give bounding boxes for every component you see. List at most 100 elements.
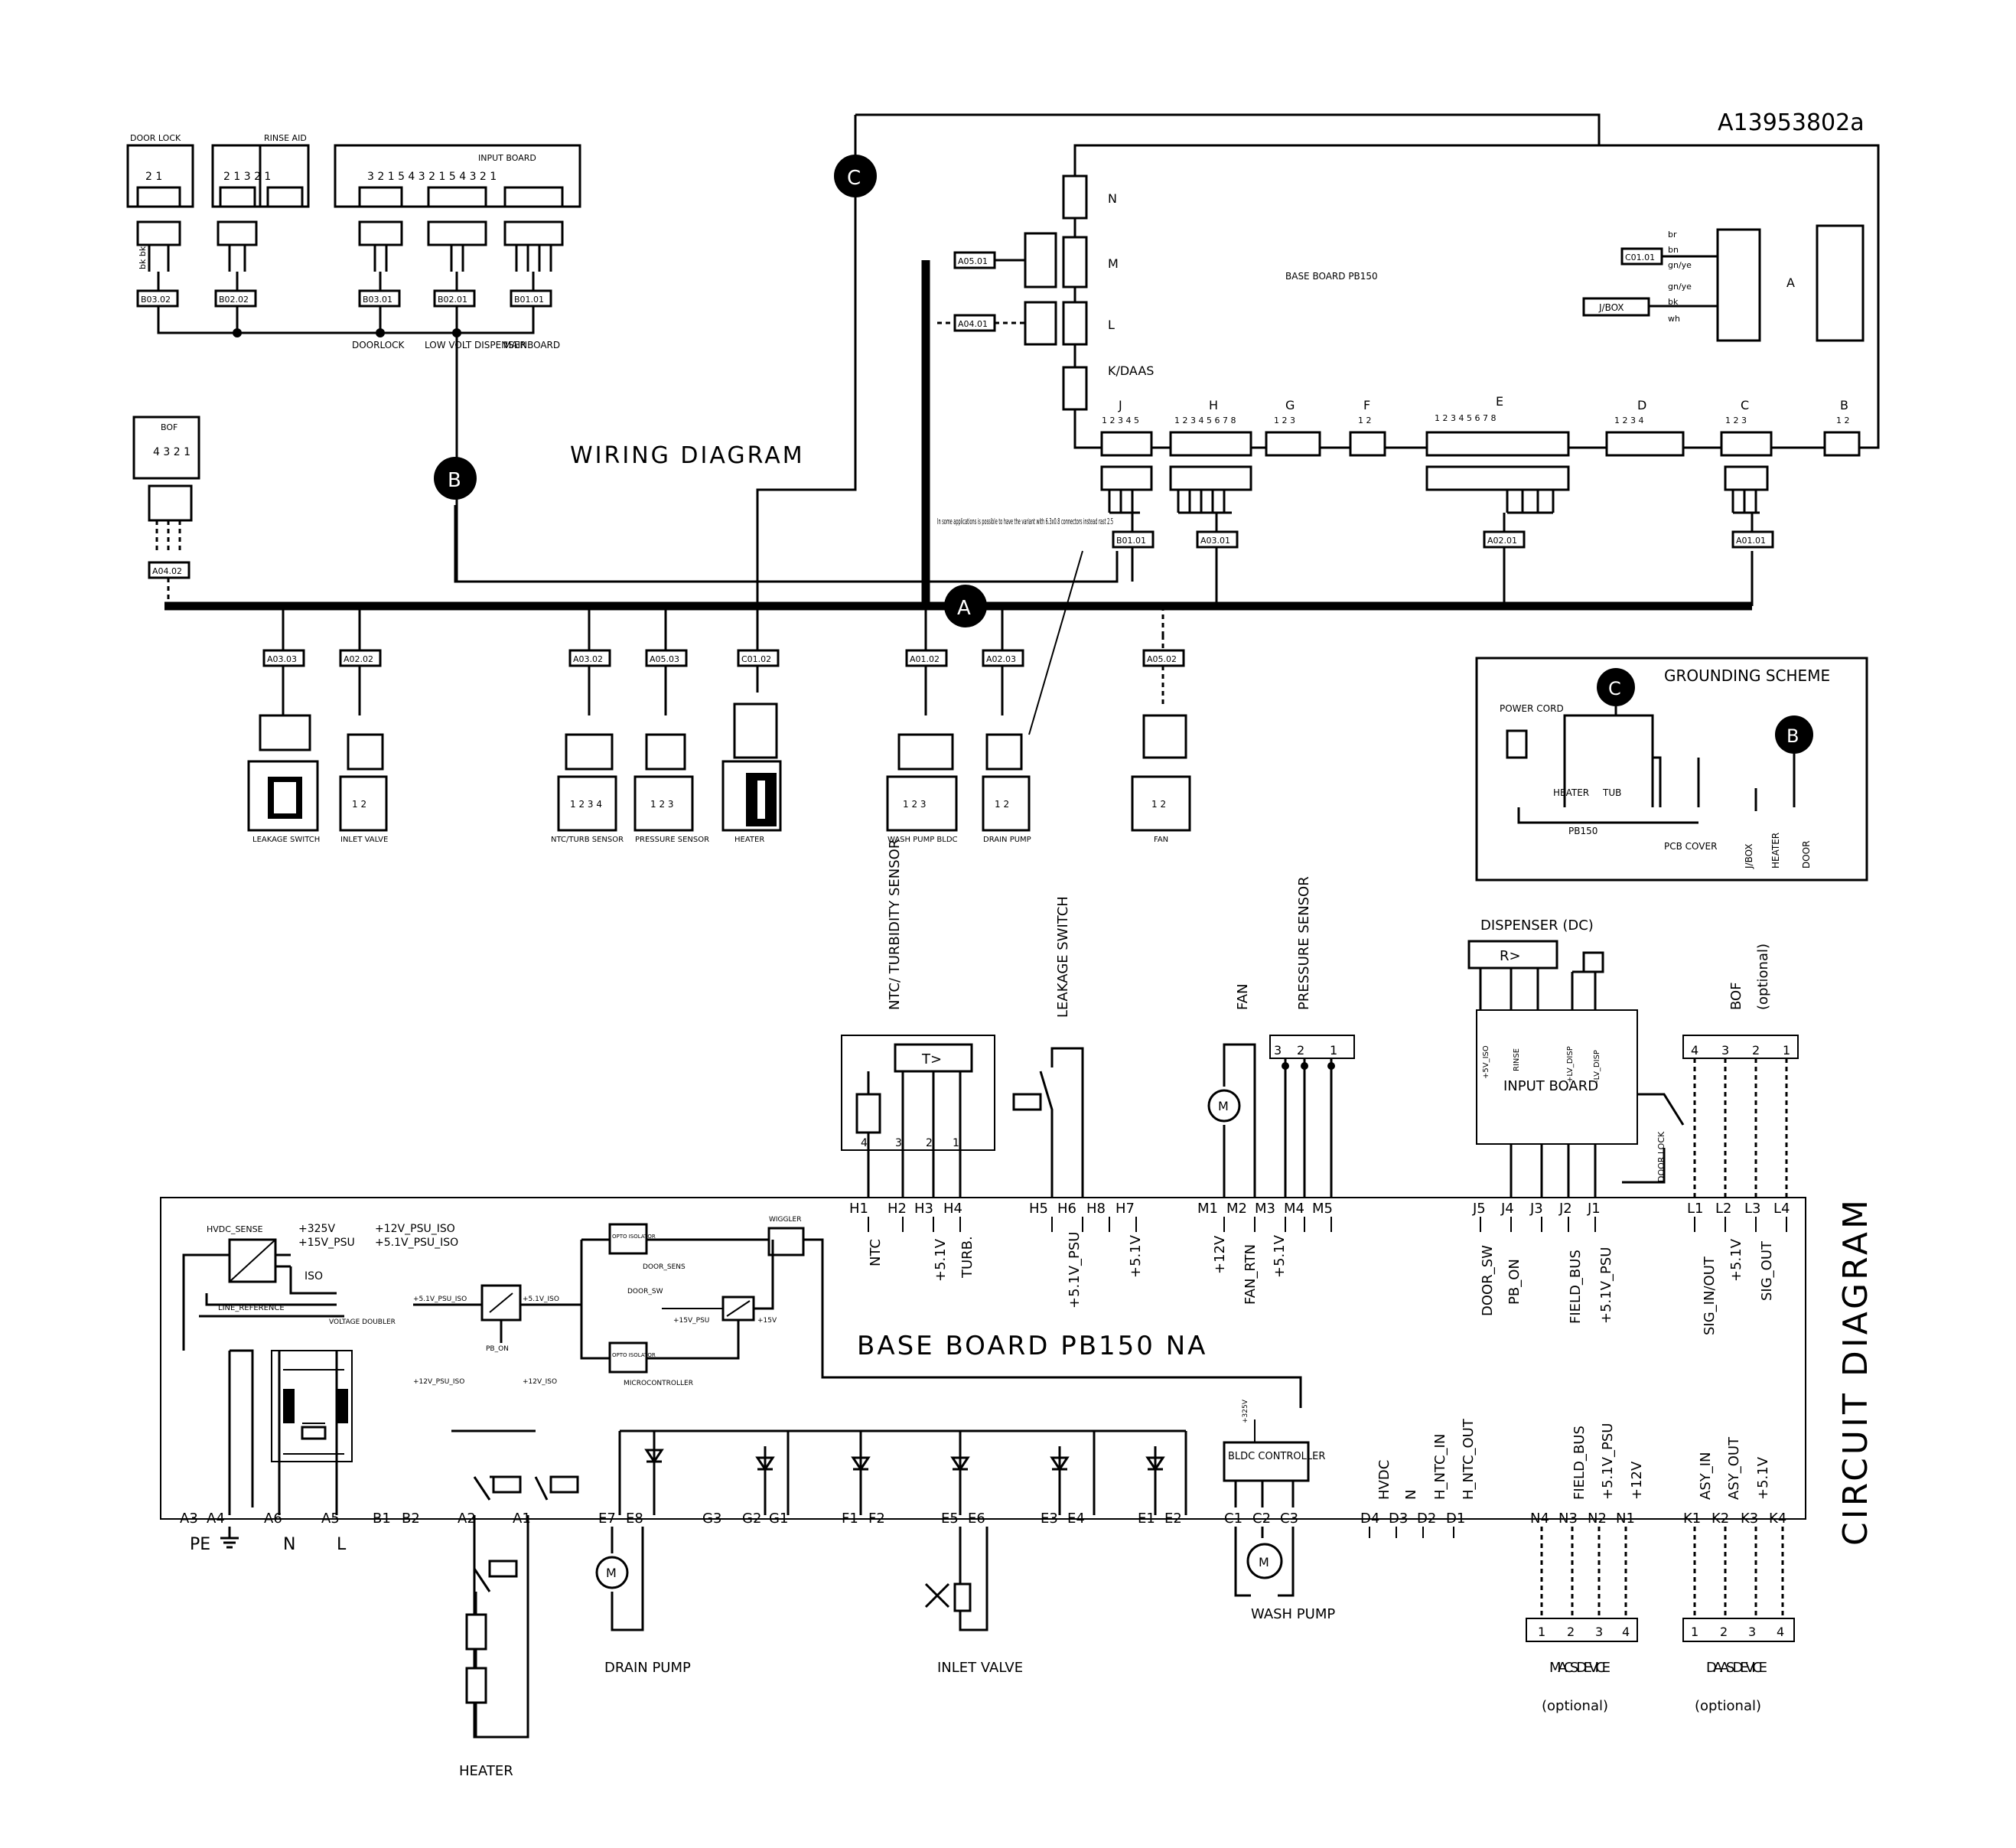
marker-b-wiring: B: [448, 469, 461, 492]
pin-h4: H4: [943, 1201, 962, 1217]
sig-5v1-psu-b: +5.1V_PSU: [1598, 1247, 1614, 1324]
comp-code-5: C01.02: [741, 654, 771, 664]
code-a05-01: A05.01: [958, 256, 988, 266]
pin-l2: L2: [1715, 1201, 1731, 1217]
sig-5v1-a: +5.1V: [933, 1238, 949, 1282]
pin-e7: E7: [598, 1511, 616, 1527]
conn-e-label: E: [1496, 394, 1503, 409]
comp-pins-8: 1 2: [1151, 799, 1166, 810]
sig-field-bus-b: FIELD_BUS: [1571, 1426, 1588, 1500]
input-board-title: INPUT BOARD: [1503, 1078, 1598, 1094]
code-a03-01: A03.01: [1200, 536, 1230, 546]
comp-code-7: A02.03: [986, 654, 1016, 664]
sig-asy-out: ASY_OUT: [1726, 1436, 1742, 1500]
ground-label-pb150: PB150: [1568, 826, 1597, 836]
pin-a1: A1: [513, 1511, 531, 1527]
sig-ntc: NTC: [868, 1239, 884, 1266]
comp-code-6: A01.02: [910, 654, 940, 664]
ground-label-jbox: J/BOX: [1744, 843, 1754, 869]
comp-label-8: FAN: [1154, 836, 1168, 844]
conn-j-pins: 1 2 3 4 5: [1102, 416, 1139, 425]
daas-device: 1 2 3 4 DAAS DEVICE (optional): [1682, 1527, 1795, 1714]
sig-n: N: [1403, 1490, 1419, 1500]
marker-a-wiring: A: [957, 597, 971, 620]
board-internal-logic: +5.1V_PSU_ISO +5.1V_ISO PB_ON +12V_PSU_I…: [413, 1216, 1302, 1408]
wash-pump-label: WASH PUMP: [1251, 1606, 1335, 1622]
input-board-label-lowvolt: LOW VOLT DISPENSER: [425, 340, 526, 350]
pin-m3: M3: [1255, 1201, 1275, 1217]
pin-k3: K3: [1741, 1511, 1758, 1527]
pin-b2: B2: [402, 1511, 420, 1527]
sig-turb: TURB.: [959, 1236, 975, 1279]
dispenser-symbol: R>: [1500, 948, 1521, 964]
macs-pin-3: 3: [1595, 1625, 1603, 1639]
drain-pump-label: DRAIN PUMP: [604, 1660, 691, 1676]
int-5v1-iso: +5.1V_ISO: [523, 1296, 559, 1303]
svg-text:1: 1: [953, 1137, 959, 1149]
rinse-aid-pins: 2 1 3 2 1: [223, 171, 271, 183]
comp-label-1: LEAKAGE SWITCH: [252, 836, 320, 844]
door-lock-pins: 2 1: [145, 171, 162, 183]
wire-color-6: wh: [1668, 314, 1680, 324]
pin-j5: J5: [1472, 1201, 1486, 1217]
ground-label-power: POWER CORD: [1500, 703, 1564, 714]
disp-pin-3: +LV_DISP: [1566, 1046, 1575, 1083]
wire-color-5: bk: [1668, 297, 1679, 307]
svg-text:3: 3: [895, 1137, 902, 1149]
svg-text:1: 1: [1783, 1043, 1790, 1058]
int-5v1-psu-iso-b: +5.1V_PSU_ISO: [413, 1296, 467, 1303]
pin-h2: H2: [887, 1201, 907, 1217]
int-opto-1: OPTO ISOLATOR: [612, 1234, 656, 1240]
rinse-aid-code: B02.02: [219, 295, 249, 305]
macs-pin-1: 1: [1538, 1625, 1545, 1639]
macs-device: 1 2 3 4 MACS DEVICE (optional): [1526, 1527, 1638, 1714]
bof-label: BOF: [161, 422, 177, 432]
pin-a2: A2: [458, 1511, 476, 1527]
disp-pin-4: -LV_DISP: [1593, 1050, 1601, 1083]
pin-k2: K2: [1711, 1511, 1729, 1527]
sig-5v1-b: +5.1V: [1128, 1234, 1144, 1278]
pin-h6: H6: [1057, 1201, 1076, 1217]
svg-text:2: 2: [1297, 1043, 1304, 1058]
pin-h5: H5: [1029, 1201, 1048, 1217]
door-lock-symbol-label: DOOR LOCK: [1656, 1131, 1666, 1182]
rinse-aid-label: RINSE AID: [264, 133, 307, 143]
daas-pin-1: 1: [1691, 1625, 1698, 1639]
int-opto-2: OPTO ISOLATOR: [612, 1352, 656, 1358]
int-bldc-controller: BLDC CONTROLLER: [1228, 1451, 1325, 1462]
fan-motor-m: M: [1218, 1099, 1229, 1113]
mains-terminals: PE N L: [190, 1527, 347, 1554]
pin-j2: J2: [1558, 1201, 1572, 1217]
sig-5v1-psu-c: +5.1V_PSU: [1600, 1423, 1616, 1500]
pin-l4: L4: [1773, 1201, 1790, 1217]
int-door-sens: DOOR_SENS: [643, 1263, 686, 1271]
pin-g1: G1: [769, 1511, 788, 1527]
ntc-symbol: T>: [921, 1051, 942, 1067]
pin-c1: C1: [1224, 1511, 1242, 1527]
door-lock-wires: bk bk: [138, 246, 148, 269]
int-5v1-psu-iso: +5.1V_PSU_ISO: [375, 1237, 458, 1249]
sig-5v1-d: +5.1V: [1728, 1238, 1744, 1282]
conn-g-pins: 1 2 3: [1274, 416, 1295, 425]
drain-pump-m: M: [606, 1566, 617, 1580]
pin-g2: G2: [742, 1511, 761, 1527]
pin-h7: H7: [1115, 1201, 1135, 1217]
code-a01-01: A01.01: [1736, 536, 1766, 546]
pin-c3: C3: [1280, 1511, 1298, 1527]
conn-d-label: D: [1637, 398, 1646, 412]
pin-j4: J4: [1500, 1201, 1514, 1217]
pin-n4: N4: [1530, 1511, 1549, 1527]
conn-f-pins: 1 2: [1358, 416, 1372, 425]
wiring-components: A03.03 A02.02 A03.02 A05.03 C01.02 A01.0…: [247, 606, 1191, 844]
bldc-controller: BLDC CONTROLLER +325V: [1223, 1399, 1325, 1507]
sig-fan-rtn: FAN_RTN: [1242, 1244, 1259, 1305]
code-a04-01: A04.01: [958, 319, 988, 329]
pin-j1: J1: [1587, 1201, 1601, 1217]
comp-label-7: DRAIN PUMP: [983, 836, 1031, 844]
grounding-scheme: GROUNDING SCHEME C B POWER CORD HEATER T…: [1475, 657, 1868, 882]
pin-l3: L3: [1744, 1201, 1760, 1217]
inlet-valve-label: INLET VALVE: [937, 1660, 1023, 1676]
side-connector-n: N: [1108, 191, 1117, 206]
daas-label: DAAS DEVICE: [1706, 1660, 1767, 1676]
int-wiggler: WIGGLER: [769, 1216, 801, 1224]
